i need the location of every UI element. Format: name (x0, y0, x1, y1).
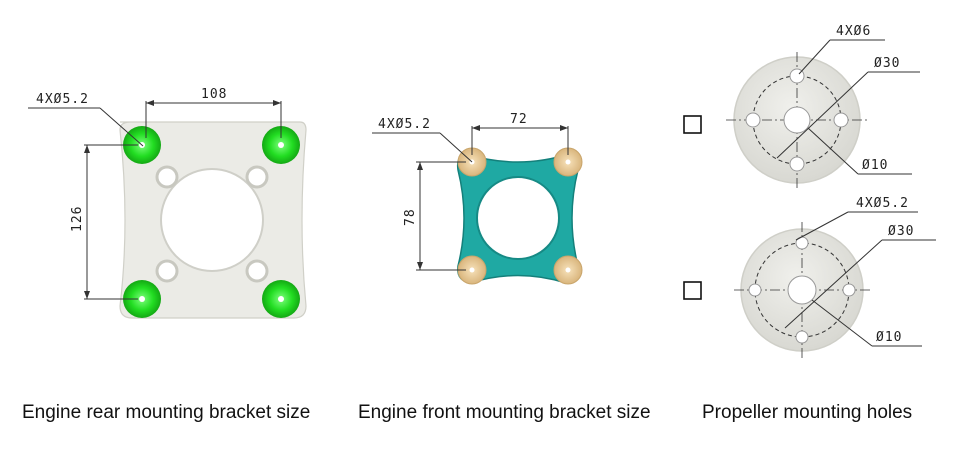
rear-inner-hole (245, 259, 269, 283)
prop-b-bolt-hole (795, 330, 809, 344)
prop-b-bolt-hole (842, 283, 856, 297)
prop-b-hole-label: 4XØ5.2 (856, 196, 909, 211)
prop-a-bolt-holes (745, 68, 849, 172)
rear-bracket-inner-holes (155, 165, 269, 283)
option-a-checkbox[interactable] (683, 115, 702, 134)
rear-inner-hole (155, 259, 179, 283)
rear-inner-hole (245, 165, 269, 189)
front-mount-hole (565, 159, 571, 165)
rear-hole-leader (28, 107, 144, 147)
rear-height-dimension (84, 144, 138, 300)
front-height-dimension (416, 161, 466, 271)
front-bracket: 72 78 4XØ5.2 (372, 112, 583, 285)
prop-b-bolt-hole (748, 283, 762, 297)
rear-bracket-caption: Engine rear mounting bracket size (22, 402, 311, 423)
rear-width-dimension (145, 100, 282, 138)
prop-a-bolt-hole (833, 112, 849, 128)
front-mount-hole (565, 267, 571, 273)
front-height-label: 78 (403, 208, 418, 226)
front-mount-hole (469, 267, 475, 273)
propeller-option-a: 4XØ6 Ø30 Ø10 (683, 24, 920, 188)
front-width-label: 72 (510, 112, 528, 127)
front-width-dimension (471, 125, 569, 155)
rear-inner-hole (155, 165, 179, 189)
prop-b-center-label: Ø10 (876, 330, 902, 345)
rear-mount-hole (278, 296, 284, 302)
prop-a-center-hole (783, 106, 811, 134)
prop-a-center-label: Ø10 (862, 158, 888, 173)
rear-hole-label: 4XØ5.2 (36, 92, 89, 107)
prop-a-circle-label: Ø30 (874, 56, 900, 71)
rear-height-label: 126 (70, 206, 85, 232)
rear-mount-hole (278, 142, 284, 148)
prop-a-bolt-hole (789, 156, 805, 172)
rear-mount-hole (139, 296, 145, 302)
front-hole-leader (372, 132, 473, 163)
front-bracket-mount-pads (457, 147, 583, 285)
propeller-caption: Propeller mounting holes (702, 402, 913, 423)
rear-width-label: 108 (201, 87, 227, 102)
rear-bracket: 108 126 4XØ5.2 (28, 87, 307, 319)
prop-b-bolt-holes (748, 236, 856, 344)
propeller-option-b: 4XØ5.2 Ø30 Ø10 (683, 196, 936, 358)
prop-b-circle-label: Ø30 (888, 224, 914, 239)
prop-b-center-hole (787, 275, 817, 305)
prop-a-leaders (776, 39, 920, 175)
rear-bracket-center-hole (160, 168, 264, 272)
front-hole-label: 4XØ5.2 (378, 117, 431, 132)
prop-a-hole-label: 4XØ6 (836, 24, 871, 39)
prop-b-leaders (784, 211, 936, 347)
front-bracket-center-hole (476, 176, 560, 260)
prop-a-bolt-hole (745, 112, 761, 128)
front-bracket-caption: Engine front mounting bracket size (358, 402, 651, 423)
option-b-checkbox[interactable] (683, 281, 702, 300)
